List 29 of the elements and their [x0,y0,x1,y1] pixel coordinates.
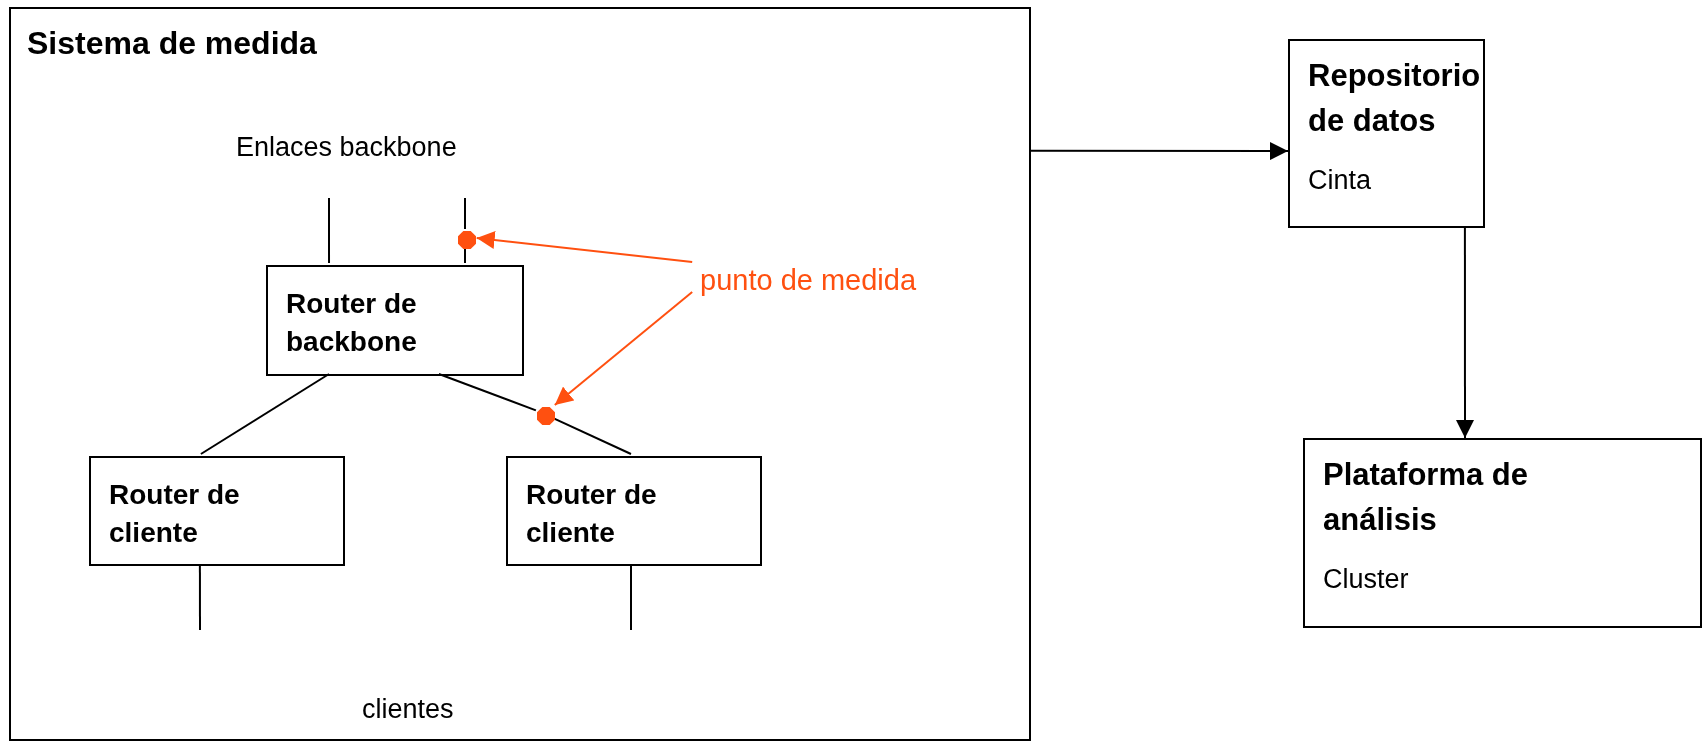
link-line [199,373,330,455]
arrow [1456,227,1474,439]
arrow [1030,142,1289,161]
component-detail: Cinta [1308,165,1372,196]
network-label: Enlaces backbone [236,132,457,163]
link-line [630,563,632,631]
component-title: Repositorio de datos [1308,57,1481,140]
component-box [1288,39,1485,228]
router-name: Router de cliente [109,478,241,550]
component-detail: Cluster [1323,564,1409,595]
system-container [9,7,1031,741]
link-line [464,197,466,230]
link-line [437,373,537,412]
router-box [266,265,524,376]
network-label: clientes [362,694,454,725]
measurement-point-marker [537,407,555,425]
component-title: Plataforma de análisis [1323,456,1529,539]
measurement-point-marker [458,231,476,249]
leader-arrow [553,291,694,406]
router-name: Router de backbone [286,287,418,359]
link-line [328,197,330,264]
component-box [1303,438,1702,628]
annotation-text: punto de medida [700,260,990,300]
router-name: Router de cliente [526,478,658,550]
router-box [506,456,762,566]
leader-arrow [475,231,694,263]
router-box [89,456,345,566]
link-line [198,563,201,631]
group-title: Sistema de medida [27,25,317,62]
